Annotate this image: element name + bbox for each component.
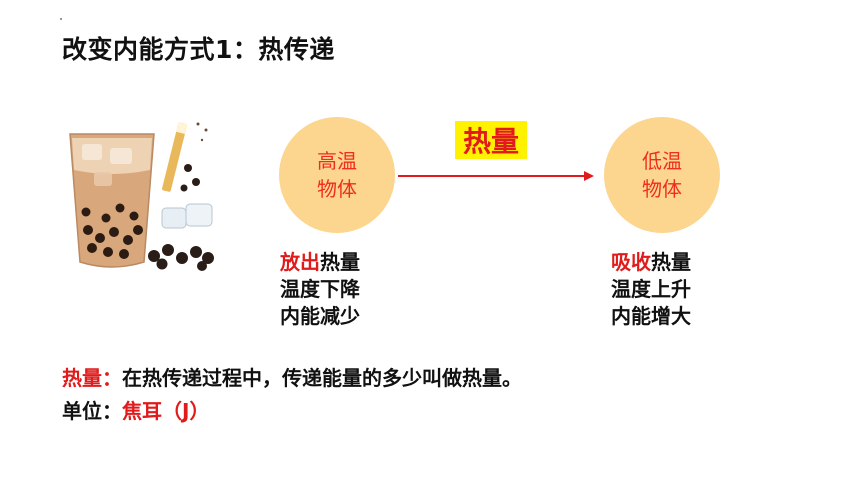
definition-row: 热量：在热传递过程中，传递能量的多少叫做热量。 [62,362,522,395]
cold-temp-change: 温度上升 [611,277,691,301]
hot-energy-change: 内能减少 [280,304,360,328]
cold-object-effects: 吸收热量 温度上升 内能增大 [611,249,691,330]
definition-term: 热量： [62,366,122,390]
cold-energy-change: 内能增大 [611,304,691,328]
heat-definition: 热量：在热传递过程中，传递能量的多少叫做热量。 单位：焦耳（J） [62,362,522,428]
release-verb: 放出 [280,250,320,274]
slide-title: 改变内能方式1：热传递 [62,35,335,64]
heat-flow-arrow-icon [398,171,594,181]
unit-value: 焦耳（J） [122,399,210,423]
cold-action-row: 吸收热量 [611,249,691,276]
hot-object-effects: 放出热量 温度下降 内能减少 [280,249,360,330]
hot-label-line2: 物体 [317,177,357,201]
hot-label-line1: 高温 [317,149,357,173]
low-temperature-object: 低温 物体 [604,117,720,233]
heat-flow-label: 热量 [455,121,527,159]
hot-action-row: 放出热量 [280,249,360,276]
bubble-tea-with-ice-icon [69,122,214,271]
absorb-object: 热量 [651,250,691,274]
release-object: 热量 [320,250,360,274]
unit-label: 单位： [62,399,122,423]
high-temperature-object: 高温 物体 [279,117,395,233]
hot-temp-change: 温度下降 [280,277,360,301]
cold-label-line2: 物体 [642,177,682,201]
absorb-verb: 吸收 [611,250,651,274]
corner-mark [60,18,62,20]
unit-row: 单位：焦耳（J） [62,395,522,428]
definition-text: 在热传递过程中，传递能量的多少叫做热量。 [122,366,522,390]
cold-label-line1: 低温 [642,149,682,173]
